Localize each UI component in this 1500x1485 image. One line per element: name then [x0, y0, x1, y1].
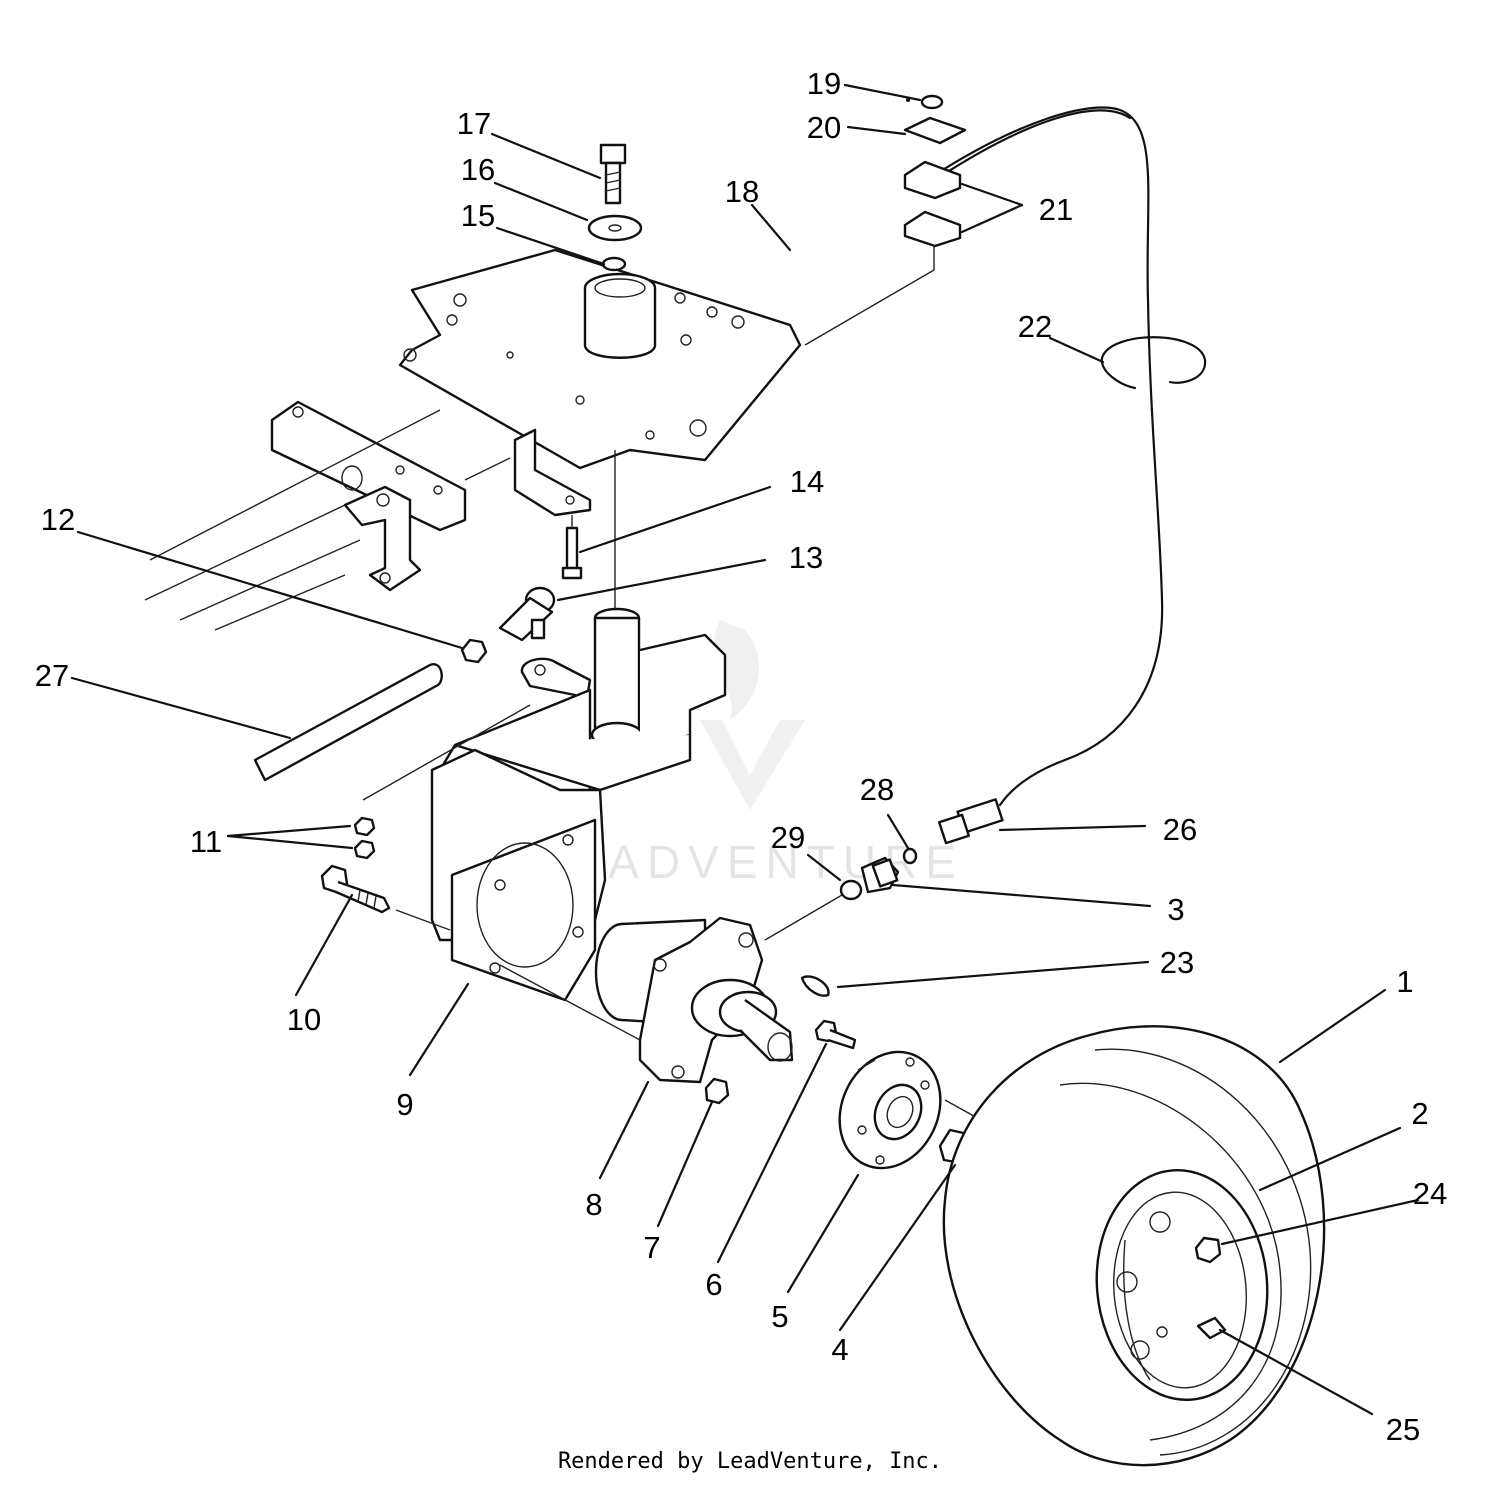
callout-6: 6 — [705, 1267, 722, 1302]
callout-29: 29 — [771, 820, 805, 855]
callout-13: 13 — [789, 540, 823, 575]
callout-5: 5 — [771, 1299, 788, 1334]
key-23 — [800, 975, 830, 997]
callout-11: 11 — [190, 824, 222, 859]
callout-19: 19 — [807, 66, 841, 101]
bolt-6 — [814, 1019, 857, 1050]
callout-16: 16 — [461, 152, 495, 187]
nuts-11 — [353, 704, 531, 860]
callout-15: 15 — [461, 198, 495, 233]
callout-21: 21 — [1039, 192, 1073, 227]
callout-9: 9 — [396, 1087, 413, 1122]
callout-3: 3 — [1167, 892, 1184, 927]
callout-24: 24 — [1413, 1176, 1447, 1211]
callout-8: 8 — [585, 1187, 602, 1222]
callout-17: 17 — [457, 106, 491, 141]
callout-7: 7 — [643, 1230, 660, 1265]
hydraulic-fitting — [839, 847, 918, 901]
hydraulic-hose — [928, 106, 1164, 845]
wheel-motor — [499, 894, 843, 1084]
clamp-assembly — [804, 94, 967, 346]
pivot-bolt-stack — [587, 143, 643, 272]
callout-27: 27 — [35, 658, 69, 693]
callout-18: 18 — [725, 174, 759, 209]
nut-7 — [704, 1077, 730, 1105]
callout-20: 20 — [807, 110, 841, 145]
callout-labels: 1 2 3 4 5 6 7 8 9 10 11 12 13 14 15 16 1… — [35, 66, 1447, 1447]
steering-mount-plate — [398, 248, 802, 470]
leadventure-watermark-logo — [700, 620, 805, 810]
callout-10: 10 — [287, 1002, 321, 1037]
leader-lines — [70, 83, 1420, 1416]
bolt-10 — [320, 864, 451, 931]
wheel-hub — [838, 1050, 942, 1170]
callout-4: 4 — [831, 1332, 848, 1367]
callout-2: 2 — [1411, 1096, 1428, 1131]
callout-26: 26 — [1163, 812, 1197, 847]
bolt-14 — [561, 515, 583, 580]
frame-bracket — [144, 400, 592, 631]
render-credit: Rendered by LeadVenture, Inc. — [558, 1449, 942, 1474]
hose-clamp-ring — [1100, 336, 1207, 390]
callout-1: 1 — [1396, 964, 1413, 999]
tie-rod-end — [460, 586, 556, 664]
callout-12: 12 — [41, 502, 75, 537]
callout-14: 14 — [790, 464, 824, 499]
spindle-housing — [430, 607, 727, 1002]
callout-25: 25 — [1386, 1412, 1420, 1447]
tire-and-rim — [942, 1025, 1326, 1467]
axle-rod — [253, 663, 443, 782]
callout-28: 28 — [860, 772, 894, 807]
callout-22: 22 — [1018, 309, 1052, 344]
callout-23: 23 — [1160, 945, 1194, 980]
